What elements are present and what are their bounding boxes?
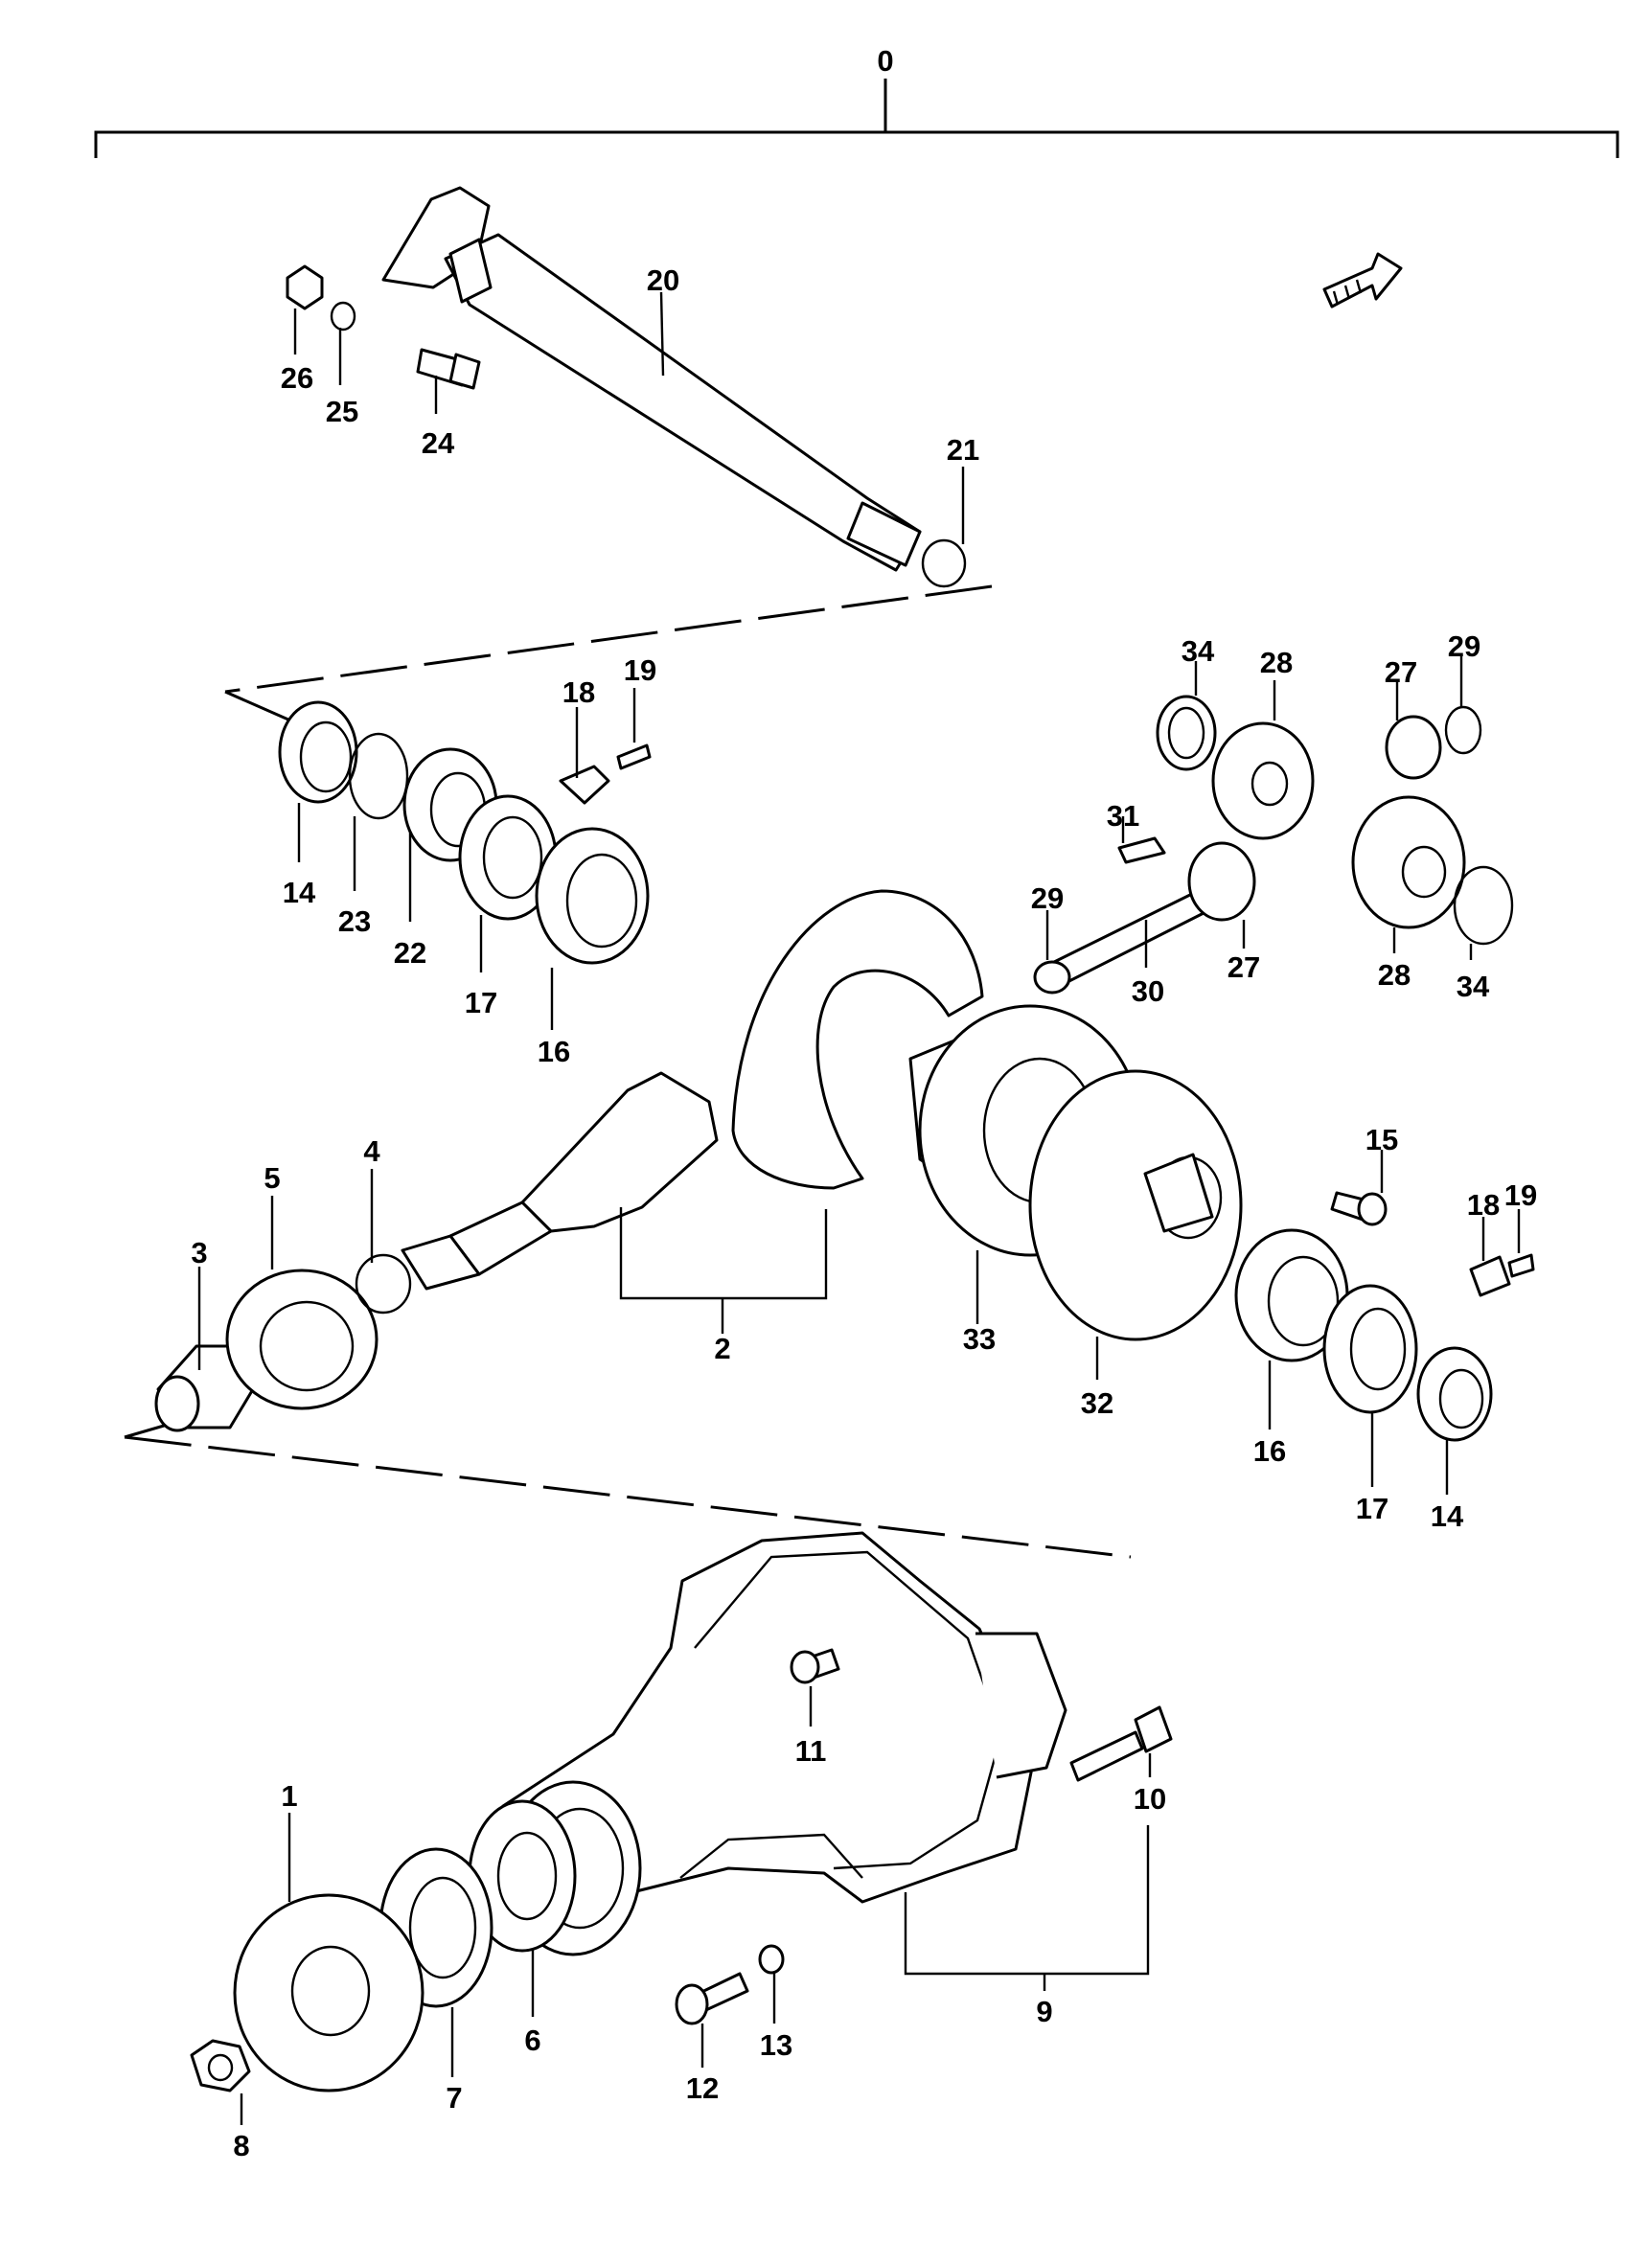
callout-14a: 14 xyxy=(283,876,316,909)
callout-28a: 28 xyxy=(1260,646,1293,679)
callout-22: 22 xyxy=(394,936,426,970)
differential-gears xyxy=(1033,695,1514,995)
callout-33: 33 xyxy=(963,1322,996,1356)
callout-30: 30 xyxy=(1132,974,1164,1008)
axle-fasteners xyxy=(286,264,481,390)
callout-6: 6 xyxy=(524,2024,540,2057)
callout-17a: 17 xyxy=(465,986,497,1019)
left-bearing-set xyxy=(278,700,652,965)
callout-11: 11 xyxy=(795,1734,827,1768)
assembly-bracket xyxy=(94,79,1619,158)
callout-18b: 18 xyxy=(1467,1188,1500,1222)
callout-18a: 18 xyxy=(562,675,595,709)
callout-19a: 19 xyxy=(624,653,656,687)
callout-10: 10 xyxy=(1134,1782,1166,1816)
differential-case xyxy=(908,1004,1243,1341)
callout-34a: 34 xyxy=(1182,634,1215,668)
callout-27a: 27 xyxy=(1385,655,1417,689)
callout-14b: 14 xyxy=(1431,1499,1464,1533)
callout-labels: 0 20 21 26 25 24 19 18 14 23 22 17 16 34… xyxy=(191,44,1537,2162)
callout-25: 25 xyxy=(326,395,358,428)
callout-12: 12 xyxy=(686,2071,719,2105)
callout-23: 23 xyxy=(338,904,371,938)
callout-9: 9 xyxy=(1036,1995,1052,2028)
callout-2: 2 xyxy=(714,1332,730,1365)
callout-8: 8 xyxy=(233,2129,249,2162)
callout-32: 32 xyxy=(1081,1386,1113,1420)
callout-29a: 29 xyxy=(1448,629,1480,663)
callout-29b: 29 xyxy=(1031,881,1064,915)
callout-24: 24 xyxy=(422,426,455,460)
pinion-bearing-set xyxy=(154,1253,412,1432)
callout-3: 3 xyxy=(191,1236,207,1269)
callout-27b: 27 xyxy=(1228,950,1260,984)
callout-5: 5 xyxy=(264,1161,280,1195)
front-direction-arrow-icon xyxy=(1322,252,1403,309)
callout-20: 20 xyxy=(647,263,679,297)
housing-fasteners xyxy=(675,1705,1173,2025)
ring-and-pinion-gear xyxy=(401,889,984,1291)
front-flange-assembly xyxy=(190,1799,577,2092)
axle-shaft xyxy=(381,186,967,588)
leader-lines xyxy=(197,291,1521,2125)
callout-16a: 16 xyxy=(538,1035,570,1068)
right-bearing-set xyxy=(1234,1191,1535,1442)
callout-26: 26 xyxy=(281,361,313,395)
carrier-housing xyxy=(501,1531,1067,1956)
callout-19b: 19 xyxy=(1504,1178,1537,1212)
callout-31: 31 xyxy=(1107,799,1139,833)
callout-7: 7 xyxy=(446,2081,462,2115)
callout-21: 21 xyxy=(947,433,979,467)
callout-15: 15 xyxy=(1365,1123,1398,1156)
callout-4: 4 xyxy=(363,1134,380,1168)
callout-28b: 28 xyxy=(1378,958,1411,992)
callout-1: 1 xyxy=(281,1779,297,1813)
callout-13: 13 xyxy=(760,2028,792,2062)
callout-34b: 34 xyxy=(1457,970,1490,1003)
callout-0: 0 xyxy=(877,44,893,78)
callout-17b: 17 xyxy=(1356,1492,1388,1525)
callout-16b: 16 xyxy=(1253,1434,1286,1468)
